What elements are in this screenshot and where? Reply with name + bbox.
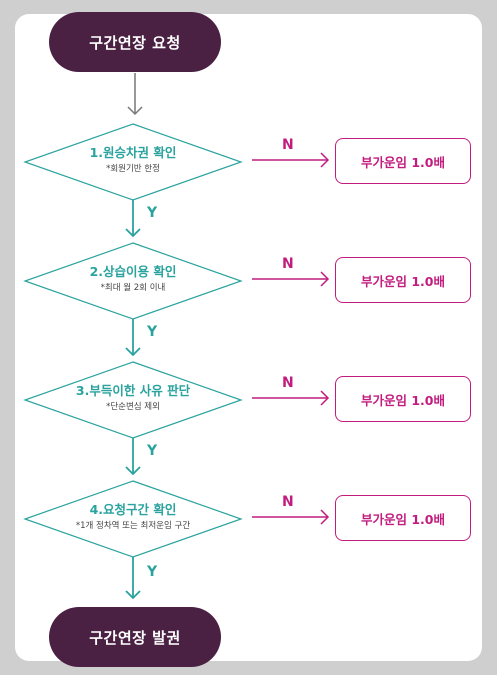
- decision-title: 1.원승차권 확인: [89, 145, 177, 160]
- flowchart-card: [15, 14, 482, 661]
- yes-label-1: Y: [147, 205, 158, 221]
- surcharge-box-1: 부가운임 1.0배: [335, 138, 471, 184]
- decision-text-3: 3.부득이한 사유 판단 *단순변심 제외: [25, 383, 241, 413]
- no-arrowhead-4: [320, 509, 330, 525]
- no-label-2: N: [282, 256, 294, 272]
- no-arrowhead-2: [320, 271, 330, 287]
- surcharge-label: 부가운임 1.0배: [361, 511, 445, 527]
- yes-label-2: Y: [147, 324, 158, 340]
- start-arrowhead: [127, 106, 143, 116]
- no-arrowhead-1: [320, 152, 330, 168]
- decision-title: 4.요청구간 확인: [89, 502, 177, 517]
- decision-note: *단순변심 제외: [106, 402, 160, 412]
- end-terminal: 구간연장 발권: [49, 607, 221, 667]
- surcharge-label: 부가운임 1.0배: [361, 273, 445, 289]
- yes-label-3: Y: [147, 443, 158, 459]
- no-label-4: N: [282, 494, 294, 510]
- no-label-3: N: [282, 375, 294, 391]
- end-label: 구간연장 발권: [89, 628, 181, 647]
- surcharge-box-2: 부가운임 1.0배: [335, 257, 471, 303]
- no-label-1: N: [282, 137, 294, 153]
- no-arrowhead-3: [320, 390, 330, 406]
- decision-text-1: 1.원승차권 확인 *회원기반 한정: [25, 145, 241, 175]
- decision-note: *1개 정차역 또는 최저운임 구간: [75, 521, 191, 531]
- yes-arrowhead-3: [125, 466, 141, 476]
- yes-arrowhead-4: [125, 590, 141, 600]
- surcharge-box-4: 부가운임 1.0배: [335, 495, 471, 541]
- decision-title: 2.상습이용 확인: [89, 264, 177, 279]
- start-terminal: 구간연장 요청: [49, 12, 221, 72]
- yes-label-4: Y: [147, 564, 158, 580]
- surcharge-label: 부가운임 1.0배: [361, 392, 445, 408]
- surcharge-box-3: 부가운임 1.0배: [335, 376, 471, 422]
- start-label: 구간연장 요청: [89, 33, 181, 52]
- decision-note: *최대 월 2회 이내: [100, 283, 166, 293]
- yes-arrowhead-2: [125, 347, 141, 357]
- decision-text-4: 4.요청구간 확인 *1개 정차역 또는 최저운임 구간: [25, 502, 241, 532]
- surcharge-label: 부가운임 1.0배: [361, 154, 445, 170]
- decision-title: 3.부득이한 사유 판단: [75, 383, 191, 398]
- yes-arrowhead-1: [125, 228, 141, 238]
- decision-note: *회원기반 한정: [106, 164, 160, 174]
- decision-text-2: 2.상습이용 확인 *최대 월 2회 이내: [25, 264, 241, 294]
